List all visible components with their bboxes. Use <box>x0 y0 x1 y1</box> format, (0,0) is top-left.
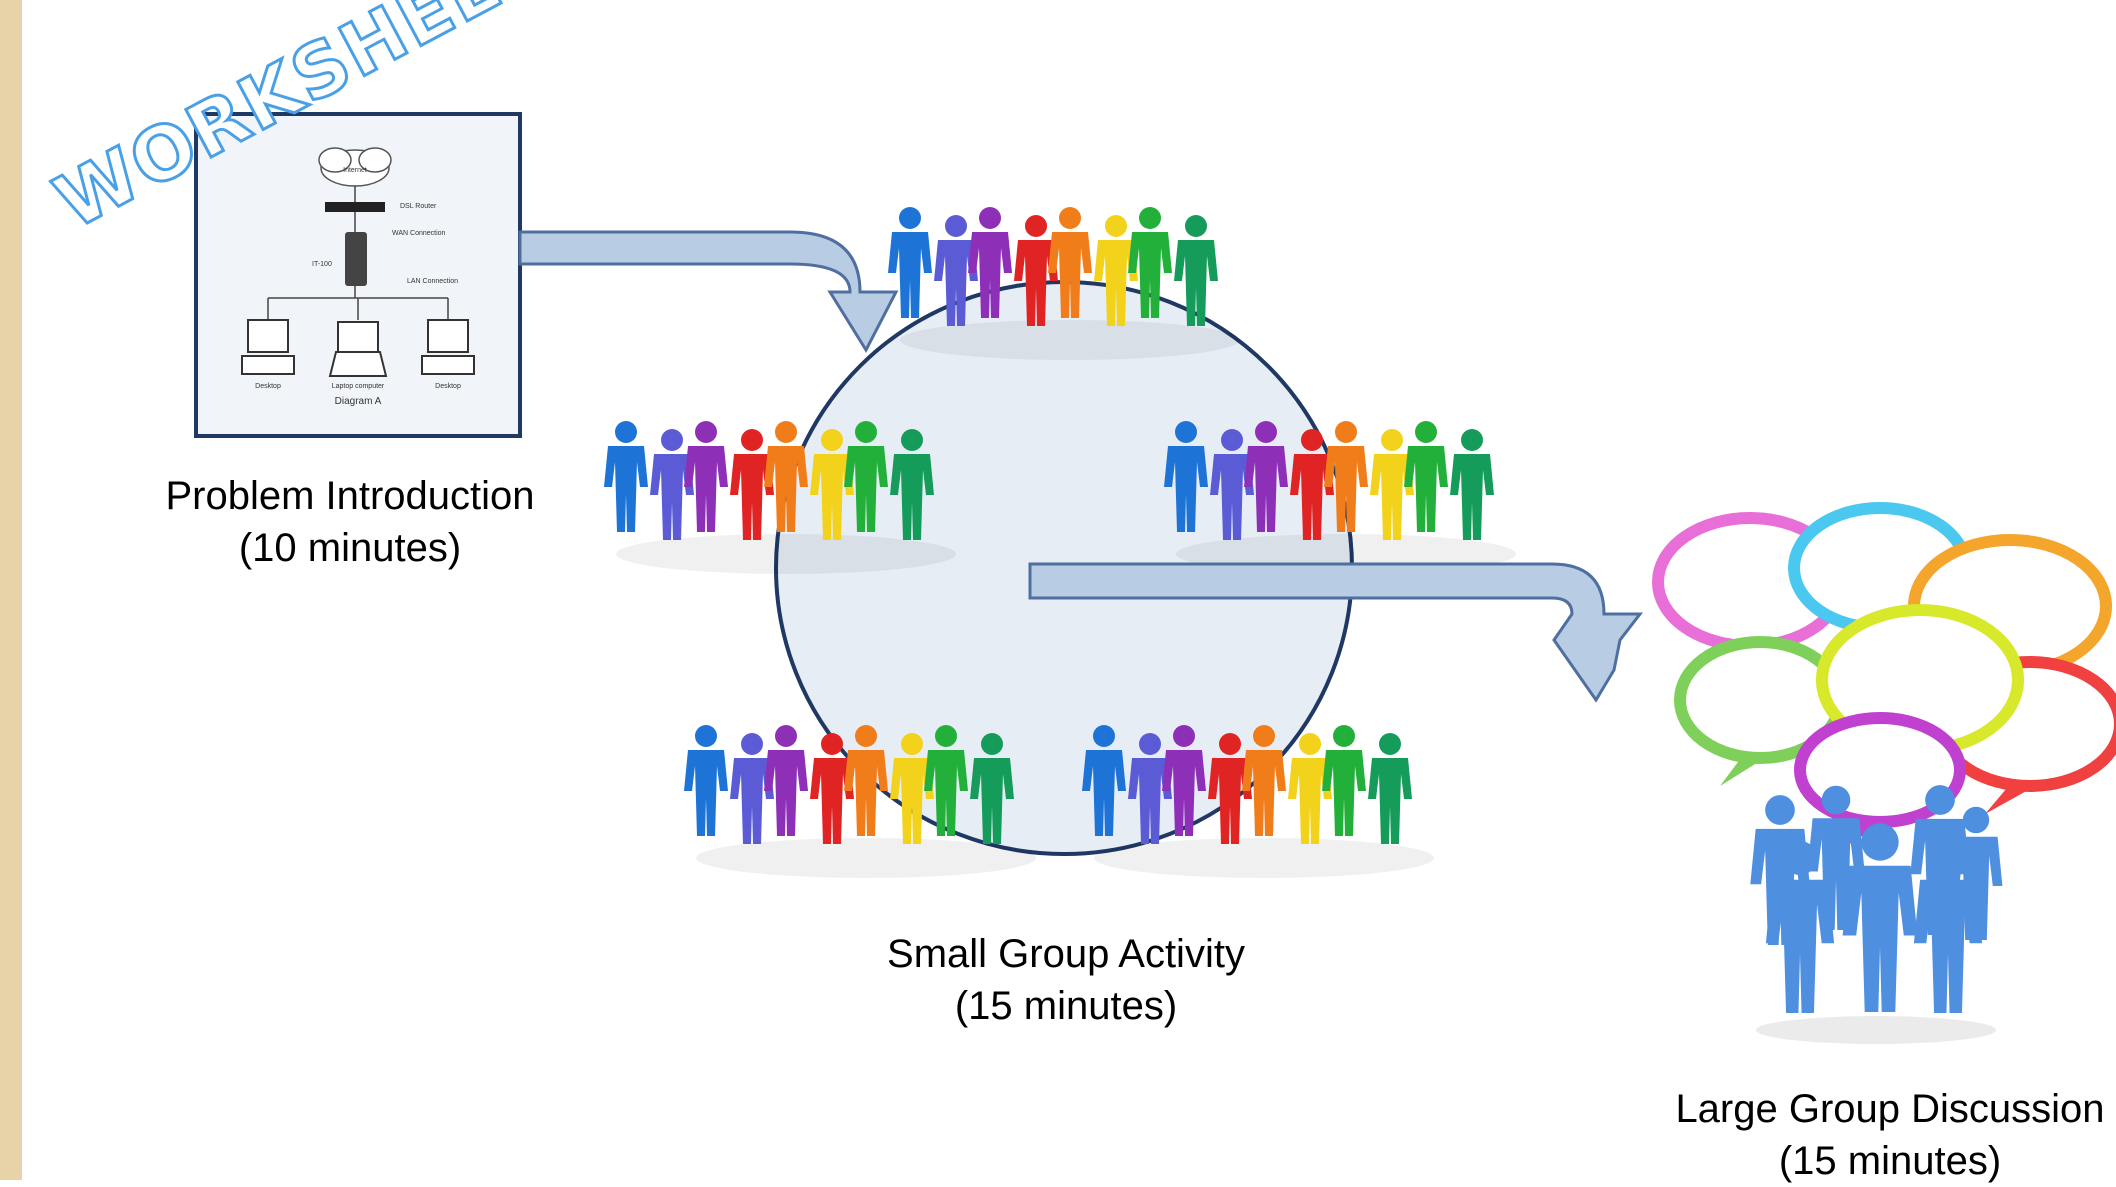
person-figure <box>650 429 694 540</box>
stage-intro-title: Problem Introduction <box>165 474 535 518</box>
person-figure <box>890 733 934 844</box>
person-figure <box>1807 785 1865 930</box>
stage-small-title: Small Group Activity <box>887 932 1245 976</box>
person-figure <box>1128 733 1172 844</box>
stage-large-duration: (15 minutes) <box>1778 1139 2002 1183</box>
cloud-icon: Internet <box>318 147 392 187</box>
person-figure <box>924 725 968 836</box>
person-figure <box>684 725 728 836</box>
person-figure <box>730 733 774 844</box>
person-figure <box>1842 823 1918 1012</box>
stage-large-caption: Large Group Discussion (15 minutes) <box>1660 1083 2116 1187</box>
person-figure <box>1290 429 1334 540</box>
person-figure <box>764 725 808 836</box>
diagram-lan-label: LAN Connection <box>407 278 458 285</box>
colored-crowd <box>604 421 956 574</box>
stage-small-duration: (15 minutes) <box>954 984 1178 1028</box>
person-figure <box>1368 733 1412 844</box>
left-border-bar <box>0 0 22 1180</box>
diagram-pc-right-label: Desktop <box>435 383 461 390</box>
person-figure <box>1765 840 1835 1013</box>
person-figure <box>810 733 854 844</box>
diagram-pc-left-label: Desktop <box>255 383 281 390</box>
stage-intro-duration: (10 minutes) <box>238 526 462 570</box>
person-figure <box>1082 725 1126 836</box>
diagram-router-label: DSL Router <box>400 203 437 210</box>
diagram-pc-mid-label: Laptop computer <box>332 383 385 390</box>
stage-small-caption: Small Group Activity (15 minutes) <box>846 928 1286 1032</box>
stage-large-title: Large Group Discussion <box>1675 1087 2105 1131</box>
discussion-crowd-icon <box>1750 785 2003 1044</box>
person-figure <box>810 429 854 540</box>
person-figure <box>1913 840 1983 1013</box>
person-figure <box>844 725 888 836</box>
modem-icon <box>345 232 367 286</box>
person-figure <box>1450 429 1494 540</box>
person-figure <box>1048 207 1092 318</box>
person-figure <box>934 215 978 326</box>
desktop-icon <box>241 319 295 375</box>
person-figure <box>1370 429 1414 540</box>
person-figure <box>730 429 774 540</box>
speech-bubbles-icon <box>1652 502 2116 850</box>
stage-intro-caption: Problem Introduction (10 minutes) <box>130 470 570 574</box>
diagram-device-label: IT-100 <box>312 261 332 268</box>
colored-crowd <box>888 207 1240 360</box>
person-figure <box>1128 207 1172 318</box>
person-figure <box>1014 215 1058 326</box>
person-figure <box>1324 421 1368 532</box>
diagram-cloud-label: Internet <box>343 167 367 174</box>
person-figure <box>1404 421 1448 532</box>
person-figure <box>1322 725 1366 836</box>
person-figure <box>684 421 728 532</box>
person-figure <box>968 207 1012 318</box>
person-figure <box>1208 733 1252 844</box>
person-figure <box>1210 429 1254 540</box>
person-figure <box>890 429 934 540</box>
desktop-icon <box>421 319 475 375</box>
router-icon <box>325 202 385 212</box>
person-figure <box>888 207 932 318</box>
person-figure <box>1244 421 1288 532</box>
flow-arrow-2 <box>1028 562 1644 703</box>
person-figure <box>1174 215 1218 326</box>
person-figure <box>764 421 808 532</box>
colored-crowd <box>1082 725 1434 878</box>
person-figure <box>970 733 1014 844</box>
colored-crowd <box>684 725 1036 878</box>
person-figure <box>1162 725 1206 836</box>
diagram-caption: Diagram A <box>335 396 382 407</box>
person-figure <box>1910 785 1970 935</box>
person-figure <box>1094 215 1138 326</box>
flow-arrow-1 <box>518 230 899 354</box>
laptop-icon <box>328 321 388 377</box>
person-figure <box>1242 725 1286 836</box>
diagram-wan-label: WAN Connection <box>392 230 446 237</box>
person-figure <box>1288 733 1332 844</box>
worksheet-diagram: Internet DSL Router WAN Connection IT-10… <box>194 112 522 438</box>
person-figure <box>844 421 888 532</box>
person-figure <box>604 421 648 532</box>
person-figure <box>1164 421 1208 532</box>
